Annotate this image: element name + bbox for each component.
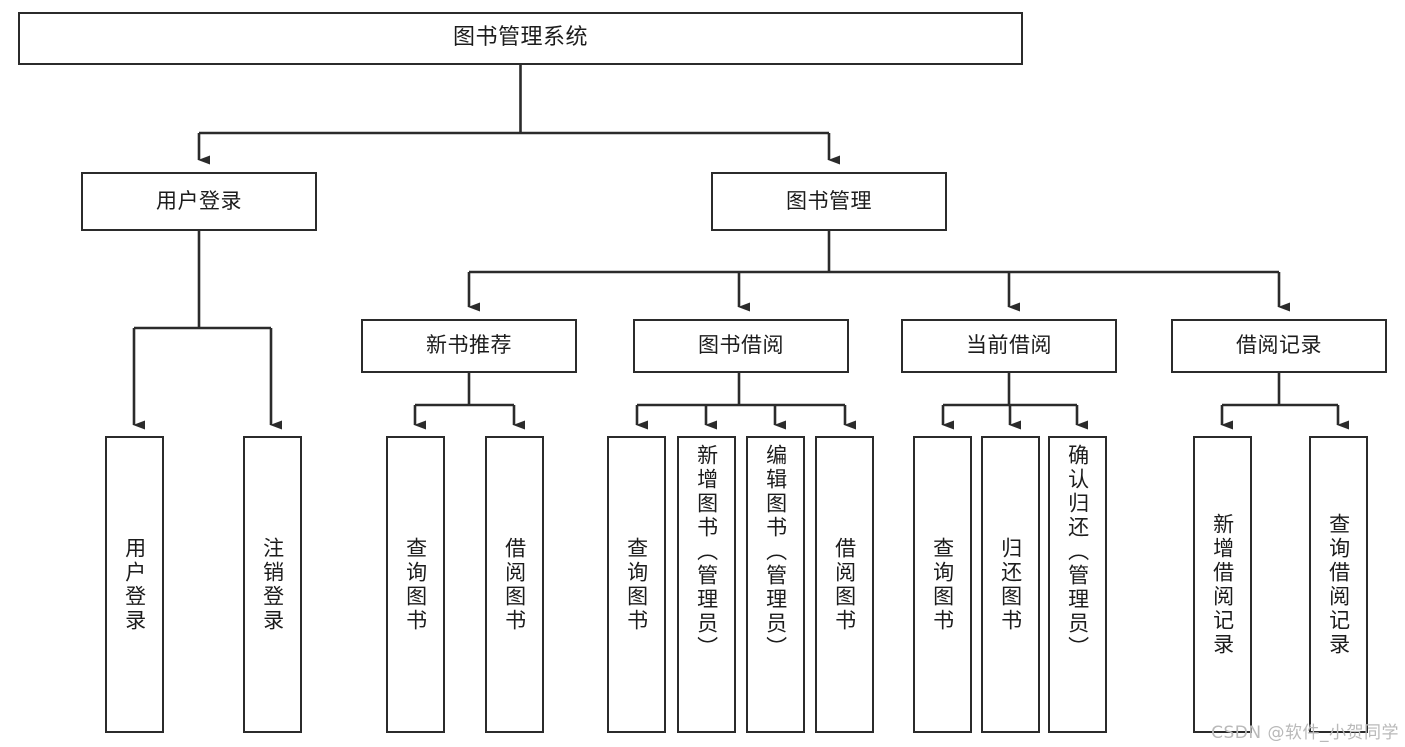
node-root[interactable]: 图书管理系统 xyxy=(18,12,1023,65)
node-leaf-add-book-label: 新增图书（管理员） xyxy=(694,444,719,660)
node-leaf-borrow-book-1-label: 借阅图书 xyxy=(502,536,527,633)
node-leaf-borrow-book-1[interactable]: 借阅图书 xyxy=(485,436,544,733)
node-book-borrow[interactable]: 图书借阅 xyxy=(633,319,849,373)
leaf-text-wrap: 借阅图书 xyxy=(487,438,542,731)
node-leaf-query-book-3-label: 查询图书 xyxy=(930,536,955,633)
node-leaf-edit-book[interactable]: 编辑图书（管理员） xyxy=(746,436,805,733)
leaf-text-wrap: 借阅图书 xyxy=(817,438,872,731)
node-new-book-recommend[interactable]: 新书推荐 xyxy=(361,319,577,373)
node-leaf-borrow-book-2[interactable]: 借阅图书 xyxy=(815,436,874,733)
leaf-text-wrap: 用户登录 xyxy=(107,438,162,731)
node-root-label: 图书管理系统 xyxy=(452,25,588,51)
leaf-text-wrap: 查询图书 xyxy=(388,438,443,731)
leaf-text-wrap: 归还图书 xyxy=(983,438,1038,731)
node-leaf-query-book-1[interactable]: 查询图书 xyxy=(386,436,445,733)
node-leaf-query-book-2-label: 查询图书 xyxy=(624,536,649,633)
node-leaf-confirm-return[interactable]: 确认归还（管理员） xyxy=(1048,436,1107,733)
node-borrow-record[interactable]: 借阅记录 xyxy=(1171,319,1387,373)
node-leaf-user-logout-label: 注销登录 xyxy=(260,536,285,633)
node-book-borrow-label: 图书借阅 xyxy=(698,333,784,358)
node-leaf-user-login-label: 用户登录 xyxy=(122,536,147,633)
node-leaf-query-record-label: 查询借阅记录 xyxy=(1326,512,1351,657)
csdn-watermark: CSDN @软件_小贺同学 xyxy=(1211,723,1399,743)
node-current-borrow-label: 当前借阅 xyxy=(966,333,1052,358)
node-leaf-add-book[interactable]: 新增图书（管理员） xyxy=(677,436,736,733)
node-leaf-query-record[interactable]: 查询借阅记录 xyxy=(1309,436,1368,733)
leaf-text-wrap: 编辑图书（管理员） xyxy=(748,438,803,731)
node-leaf-user-logout[interactable]: 注销登录 xyxy=(243,436,302,733)
node-current-borrow[interactable]: 当前借阅 xyxy=(901,319,1117,373)
node-leaf-user-login[interactable]: 用户登录 xyxy=(105,436,164,733)
leaf-text-wrap: 查询图书 xyxy=(609,438,664,731)
leaf-text-wrap: 新增图书（管理员） xyxy=(679,438,734,731)
node-leaf-edit-book-label: 编辑图书（管理员） xyxy=(763,444,788,660)
node-leaf-query-book-3[interactable]: 查询图书 xyxy=(913,436,972,733)
node-user-login-label: 用户登录 xyxy=(156,188,242,213)
node-leaf-return-book-label: 归还图书 xyxy=(998,536,1023,633)
leaf-text-wrap: 注销登录 xyxy=(245,438,300,731)
node-book-manage[interactable]: 图书管理 xyxy=(711,172,947,231)
node-leaf-confirm-return-label: 确认归还（管理员） xyxy=(1065,444,1090,660)
node-leaf-borrow-book-2-label: 借阅图书 xyxy=(832,536,857,633)
leaf-text-wrap: 确认归还（管理员） xyxy=(1050,438,1105,731)
node-leaf-add-record-label: 新增借阅记录 xyxy=(1210,512,1235,657)
node-leaf-query-book-1-label: 查询图书 xyxy=(403,536,428,633)
node-leaf-query-book-2[interactable]: 查询图书 xyxy=(607,436,666,733)
node-new-book-recommend-label: 新书推荐 xyxy=(426,333,512,358)
node-borrow-record-label: 借阅记录 xyxy=(1236,333,1322,358)
node-leaf-add-record[interactable]: 新增借阅记录 xyxy=(1193,436,1252,733)
node-user-login[interactable]: 用户登录 xyxy=(81,172,317,231)
node-leaf-return-book[interactable]: 归还图书 xyxy=(981,436,1040,733)
leaf-text-wrap: 新增借阅记录 xyxy=(1195,438,1250,731)
leaf-text-wrap: 查询借阅记录 xyxy=(1311,438,1366,731)
node-book-manage-label: 图书管理 xyxy=(786,188,872,213)
leaf-text-wrap: 查询图书 xyxy=(915,438,970,731)
